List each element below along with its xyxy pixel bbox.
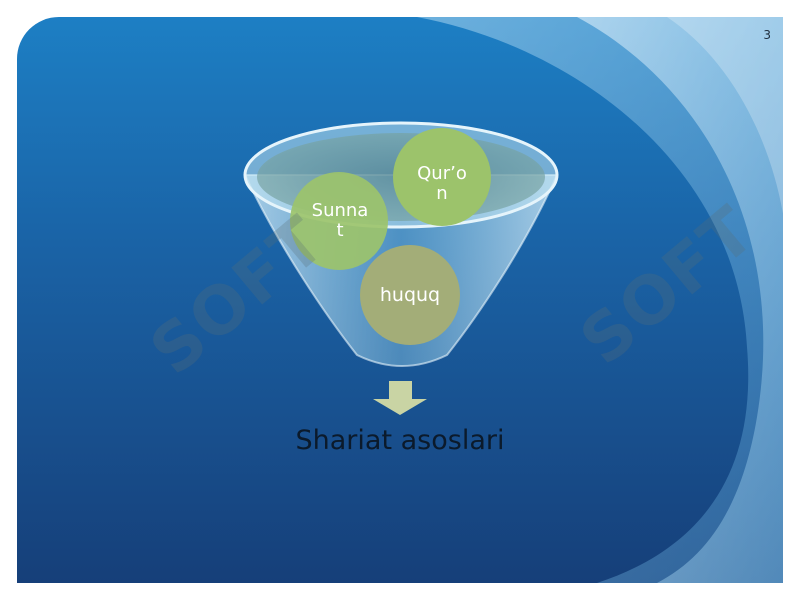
circle-label-huquq: huquq [379, 284, 441, 306]
circle-label-qur-on: Qur’o n [417, 163, 467, 204]
slide: 3 Sunna t Qur’o n huquq Shariat asoslari… [17, 17, 783, 583]
circle-qur-on [393, 128, 491, 226]
funnel-diagram [243, 121, 559, 415]
result-label: Shariat asoslari [295, 425, 505, 456]
circle-sunnat [290, 172, 388, 270]
down-arrow-icon [373, 381, 427, 415]
circle-label-sunnat: Sunna t [311, 200, 369, 241]
slide-background [417, 17, 783, 583]
circle-huquq [360, 245, 460, 345]
page-number: 3 [763, 28, 771, 42]
